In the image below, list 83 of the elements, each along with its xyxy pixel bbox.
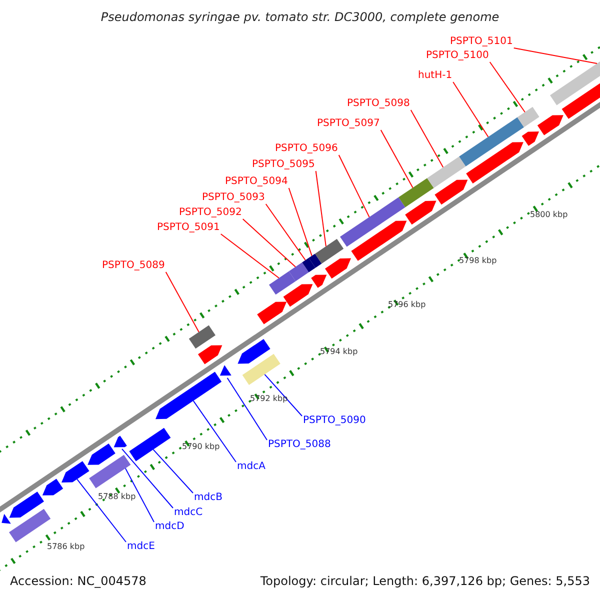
scale-label: 5798 kbp [459, 256, 497, 266]
title: Pseudomonas syringae pv. tomato str. DC3000, complete genome [100, 10, 500, 24]
gene-box [427, 156, 466, 188]
gene-box [129, 428, 171, 462]
gene-feature [537, 115, 564, 136]
scale-label: 5792 kbp [250, 394, 288, 404]
gene-feature [198, 345, 222, 364]
gene-label: PSPTO_5095 [252, 159, 315, 171]
leader-line [192, 400, 236, 462]
gene-feature [88, 444, 116, 465]
genome-info-text: Topology: circular; Length: 6,397,126 bp; Genes: 5,553 [260, 574, 590, 588]
gene-feature [405, 200, 436, 225]
gene-feature [62, 461, 90, 482]
gene-feature [522, 132, 539, 146]
leader-line [315, 170, 326, 247]
gene-box [315, 238, 344, 264]
gene-label: PSPTO_5092 [179, 207, 242, 219]
accession-text: Accession: NC_004578 [10, 574, 146, 588]
gene-label: mdcC [174, 507, 203, 519]
leader-line [489, 62, 526, 113]
gene-feature [238, 339, 270, 364]
gene-label: mdcB [194, 492, 222, 504]
gene-feature [257, 302, 287, 324]
gene-feature [42, 478, 64, 496]
gene-feature [283, 284, 313, 307]
gene-box [188, 325, 216, 349]
leader-line [226, 377, 268, 440]
leader-line [76, 478, 126, 542]
scale-label: 5794 kbp [320, 347, 358, 357]
leader-line [410, 110, 444, 168]
scale-label: 5790 kbp [182, 442, 220, 452]
leader-line [338, 154, 370, 218]
leader-line [288, 188, 312, 256]
scale-label: 5786 kbp [47, 542, 85, 552]
gene-feature [325, 258, 351, 279]
gene-label: PSPTO_5094 [225, 176, 288, 188]
gene-label: mdcA [237, 461, 266, 473]
gene-label: mdcD [155, 521, 184, 533]
leader-line [165, 272, 200, 332]
leader-line [220, 234, 280, 278]
scale-label: 5788 kbp [98, 492, 136, 502]
gene-label: mdcE [127, 541, 155, 553]
gene-box [242, 354, 280, 385]
gene-feature [156, 372, 222, 420]
gene-label: PSPTO_5088 [268, 439, 331, 451]
leader-line [264, 374, 302, 416]
gene-feature [9, 492, 44, 518]
gene-feature [351, 220, 407, 261]
gene-label: PSPTO_5096 [275, 143, 338, 155]
gene-label: PSPTO_5100 [426, 50, 489, 62]
gene-feature [220, 365, 232, 376]
gene-box [9, 508, 51, 542]
gene-label: hutH-1 [418, 70, 452, 82]
gene-feature [114, 436, 127, 448]
gene-feature [434, 180, 468, 205]
gene-label: PSPTO_5101 [450, 36, 513, 48]
leader-line [121, 448, 174, 508]
gene-feature [2, 514, 11, 524]
leader-line [242, 218, 296, 268]
leader-line [380, 130, 414, 188]
gene-feature [311, 274, 327, 288]
gene-label: PSPTO_5091 [157, 222, 220, 234]
gene-box [459, 117, 524, 166]
gene-label: PSPTO_5097 [317, 118, 380, 130]
gene-label: PSPTO_5098 [347, 98, 410, 110]
gene-box [308, 254, 322, 268]
gene-box [89, 454, 131, 488]
leader-line [452, 82, 489, 138]
gene-box [302, 258, 316, 272]
leader-line [124, 468, 154, 522]
scale-label: 5796 kbp [388, 300, 426, 310]
gene-label: PSPTO_5093 [202, 192, 265, 204]
gene-box [398, 178, 434, 208]
gene-box [269, 271, 296, 295]
gene-feature [466, 142, 524, 184]
gene-box [517, 106, 540, 128]
gene-box [288, 262, 309, 282]
leader-line [152, 449, 194, 494]
scale-label: 5800 kbp [530, 210, 568, 220]
leader-line [265, 204, 306, 261]
gene-box [340, 197, 406, 247]
gene-label: PSPTO_5089 [102, 260, 165, 272]
gene-label: PSPTO_5090 [303, 415, 366, 427]
